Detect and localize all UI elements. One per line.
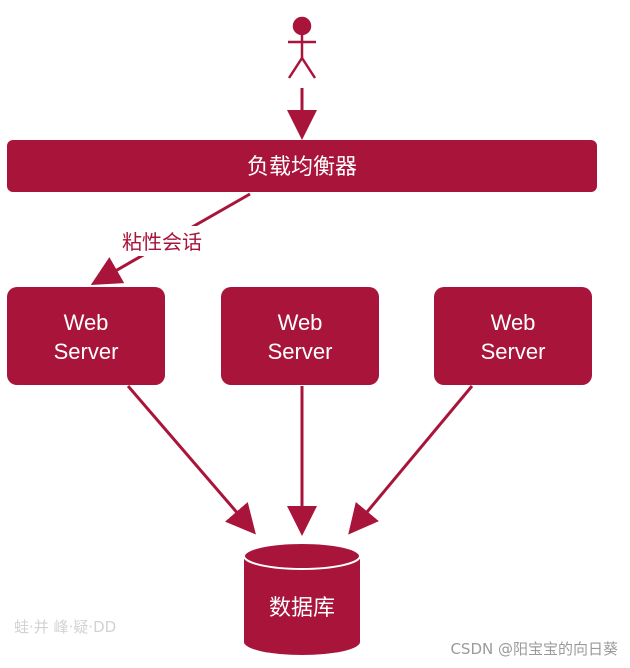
database-label: 数据库 bbox=[269, 596, 335, 621]
sticky-session-label-bg bbox=[106, 226, 218, 256]
web-server-2: Web Server bbox=[221, 287, 379, 385]
load-balancer-label: 负载均衡器 bbox=[247, 155, 357, 180]
arrow-server-1-to-db bbox=[126, 385, 256, 535]
watermark-right: CSDN @阳宝宝的向日葵 bbox=[450, 640, 618, 658]
database-icon: 数据库 bbox=[243, 542, 361, 655]
web-server-1-line1: Web bbox=[64, 310, 109, 335]
user-icon bbox=[287, 16, 317, 79]
web-server-1-line2: Server bbox=[54, 339, 119, 364]
web-server-3-line2: Server bbox=[481, 339, 546, 364]
load-balancer: 负载均衡器 bbox=[7, 140, 597, 192]
web-server-3: Web Server bbox=[434, 287, 592, 385]
arrow-server-3-to-db bbox=[348, 385, 474, 535]
web-server-2-line2: Server bbox=[268, 339, 333, 364]
web-server-3-line1: Web bbox=[491, 310, 536, 335]
web-server-2-line1: Web bbox=[278, 310, 323, 335]
web-server-1: Web Server bbox=[7, 287, 165, 385]
sticky-session-label: 粘性会话 bbox=[122, 230, 202, 254]
watermark-left: 蛙·并 峰·疑·DD bbox=[14, 618, 116, 636]
